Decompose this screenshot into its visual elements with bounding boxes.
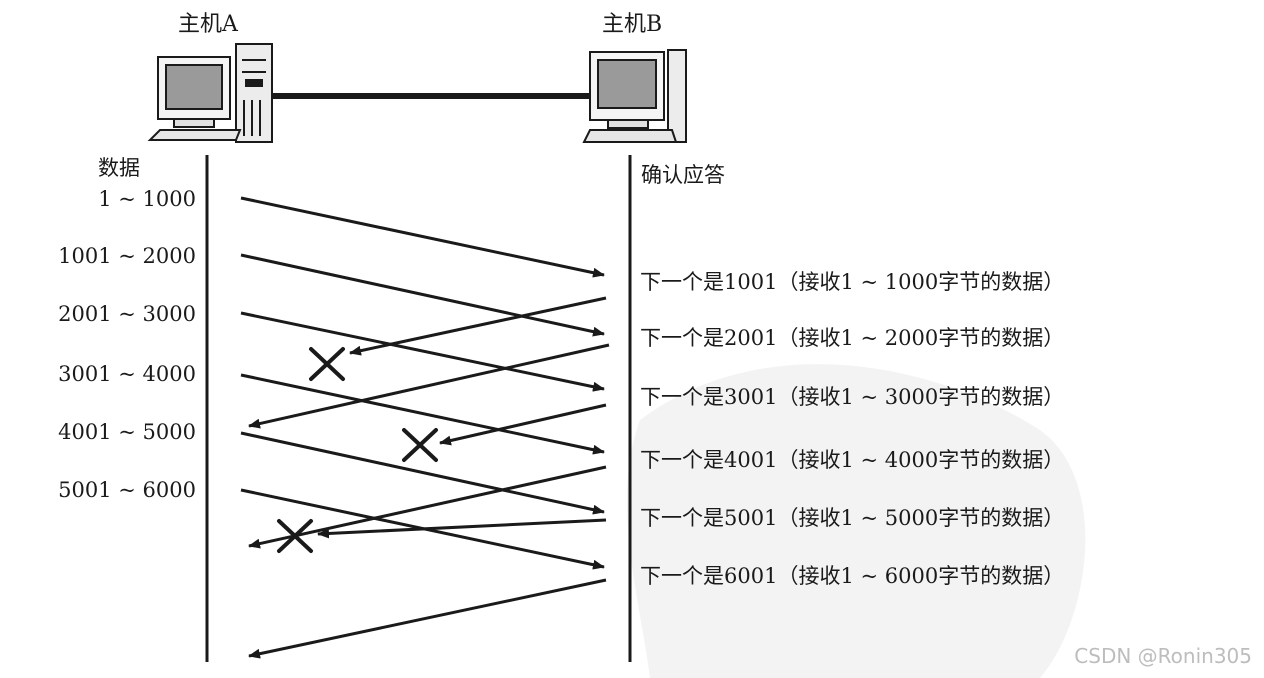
- host-a-label: 主机A: [178, 12, 238, 37]
- ack-arrow-2: [248, 343, 610, 429]
- data-arrows: [240, 196, 605, 570]
- host-b-computer-icon: [582, 49, 687, 143]
- ack-label: 下一个是4001（接收1 ~ 4000字节的数据）: [640, 448, 1065, 472]
- ack-arrow-1-lost: [349, 296, 607, 356]
- data-segment-label: 1001 ~ 2000: [58, 244, 196, 268]
- data-arrow-1: [240, 196, 605, 278]
- watermark-text: CSDN @Ronin305: [1074, 644, 1252, 668]
- data-column-header: 数据: [98, 156, 140, 180]
- ack-arrow-4: [248, 465, 607, 549]
- data-segment-label: 5001 ~ 6000: [58, 478, 196, 502]
- data-segment-label: 4001 ~ 5000: [58, 420, 196, 444]
- data-segment-label: 2001 ~ 3000: [58, 302, 196, 326]
- ack-label: 下一个是2001（接收1 ~ 2000字节的数据）: [640, 326, 1065, 350]
- ack-arrow-3-lost: [439, 403, 607, 446]
- data-arrow-4: [240, 373, 605, 455]
- ack-label: 下一个是6001（接收1 ~ 6000字节的数据）: [640, 564, 1065, 588]
- ack-arrow-5-lost: [317, 518, 607, 539]
- data-arrow-2: [240, 253, 605, 337]
- ack-label: 下一个是3001（接收1 ~ 3000字节的数据）: [640, 385, 1065, 409]
- ack-arrows: [248, 296, 610, 659]
- lost-x-icon: [402, 428, 438, 462]
- data-segment-label: 3001 ~ 4000: [58, 362, 196, 386]
- lost-x-icon: [277, 519, 313, 553]
- lost-x-icon: [309, 347, 345, 381]
- background-seal: [627, 364, 1086, 678]
- ack-arrow-6: [248, 578, 607, 659]
- loss-markers: [277, 347, 438, 553]
- ack-label: 下一个是1001（接收1 ~ 1000字节的数据）: [640, 270, 1065, 294]
- ack-column-header: 确认应答: [641, 163, 725, 187]
- data-arrow-5: [240, 431, 605, 515]
- host-b-label: 主机B: [602, 12, 663, 37]
- data-segment-label: 1 ~ 1000: [98, 187, 196, 211]
- host-a-computer-icon: [147, 43, 273, 143]
- ack-label: 下一个是5001（接收1 ~ 5000字节的数据）: [640, 506, 1065, 530]
- data-arrow-3: [240, 311, 605, 392]
